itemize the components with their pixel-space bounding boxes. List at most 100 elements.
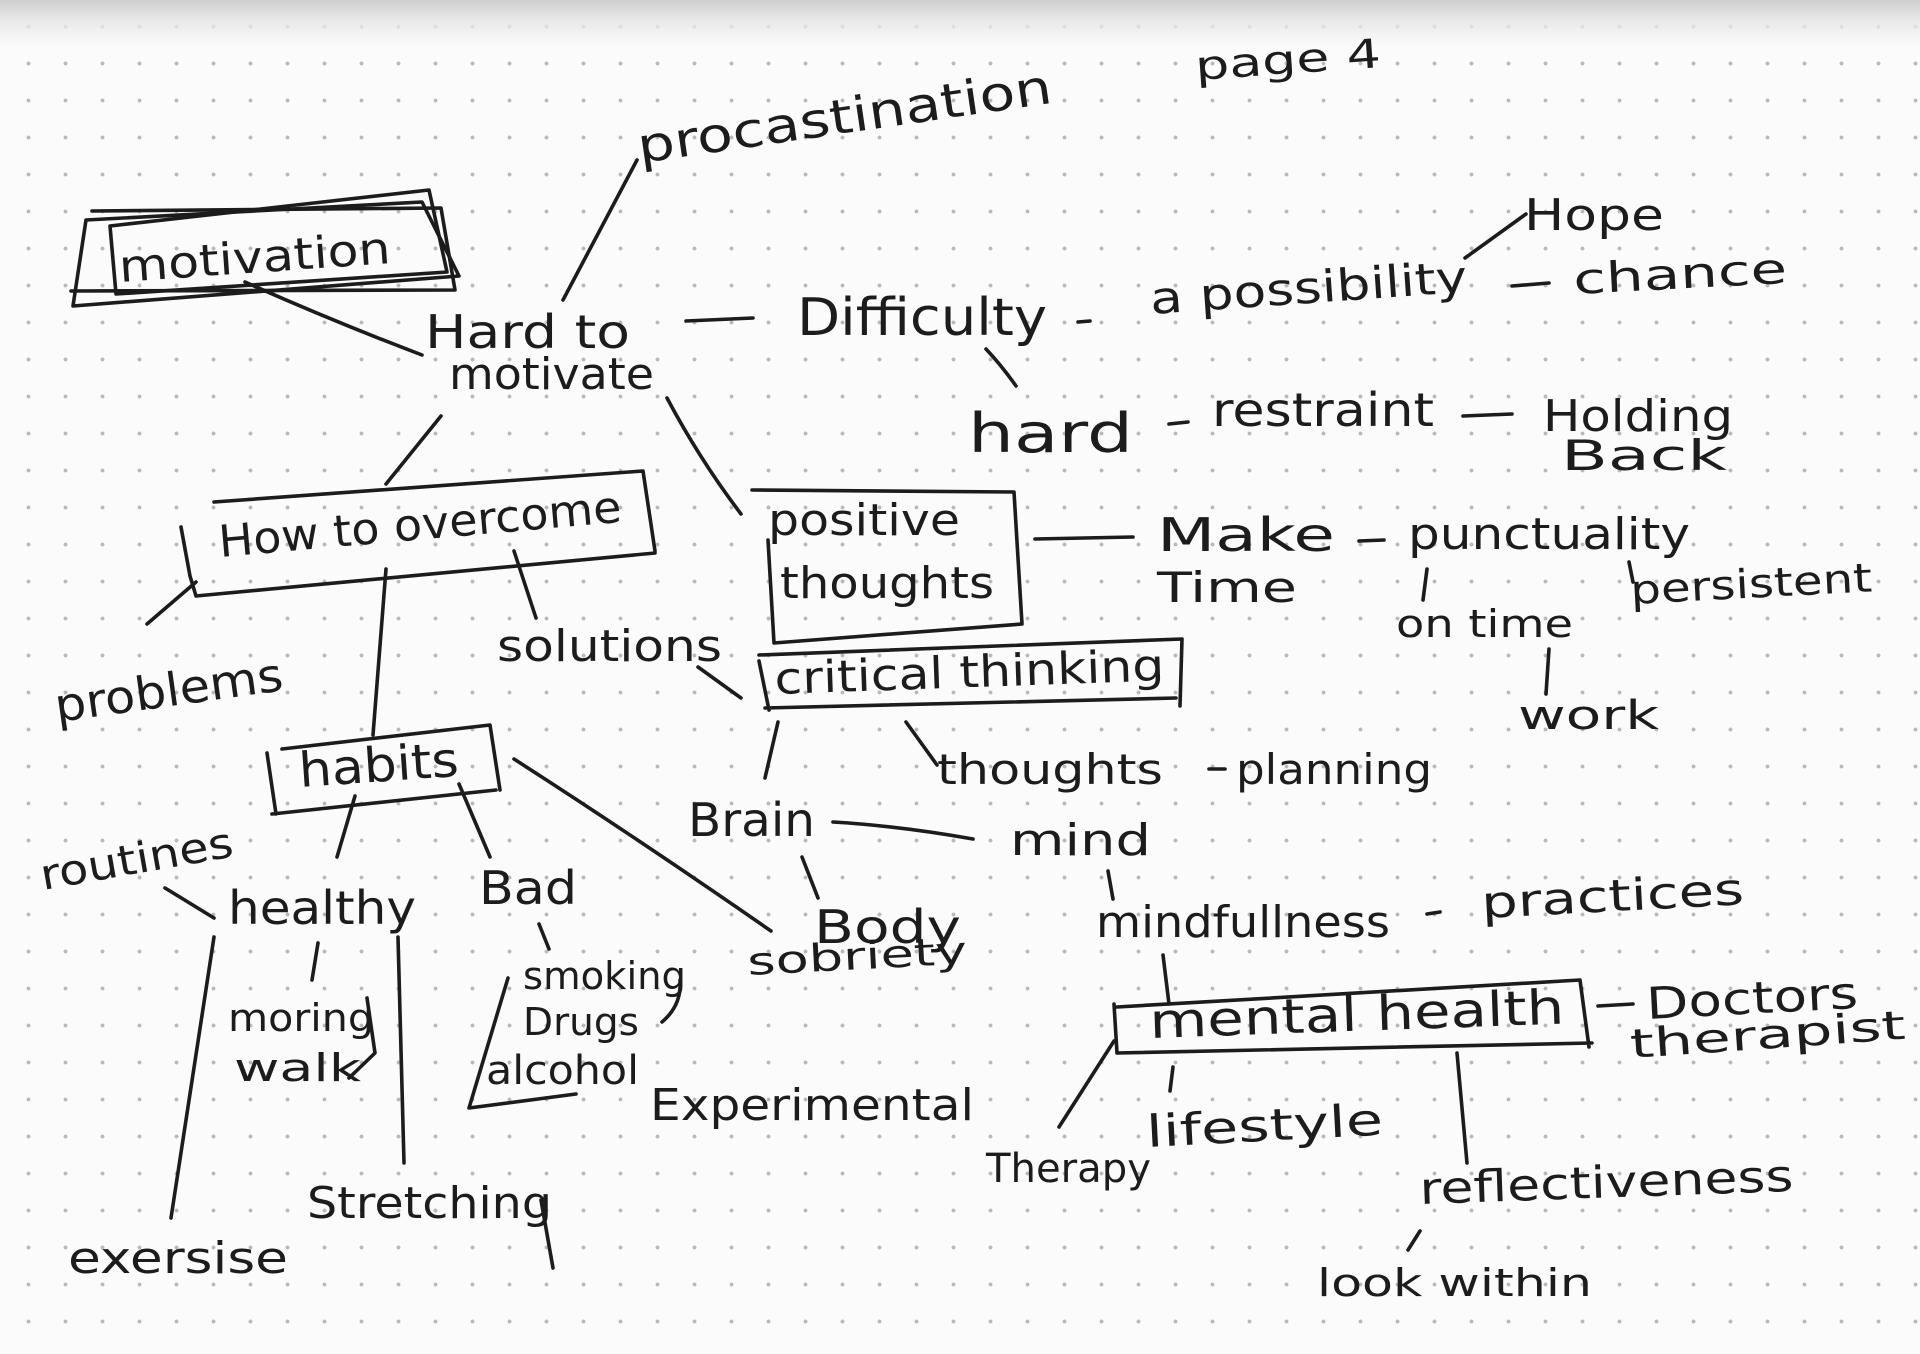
connector-healthy-to-exersise	[169, 935, 216, 1220]
moring-walk-bracket	[347, 996, 377, 1080]
node-doctors: Doctors	[1645, 968, 1859, 1030]
dash-mental-health-doctors	[1596, 1002, 1635, 1008]
node-possibility: a possibility	[1148, 252, 1469, 325]
connector-motivation-to-hard-to-motivate	[243, 280, 424, 357]
dash-difficulty-possibility	[1076, 319, 1092, 324]
connector-mental-health-to-reflectiveness	[1455, 1051, 1469, 1165]
connector-hard-to-motivate-to-how-to-overcome	[384, 414, 443, 486]
node-work: work	[1518, 693, 1660, 739]
connector-difficulty-to-hard	[984, 347, 1018, 388]
connector-routines-to-healthy	[163, 886, 216, 920]
how-to-overcome-box	[179, 469, 657, 598]
node-hard-to-motivate-line1: Hard to	[425, 305, 630, 359]
tick-mind-mindfullness	[1106, 869, 1115, 901]
tick-on-time-work	[1544, 647, 1551, 696]
node-practices: practices	[1480, 864, 1745, 929]
bad-items-side-mark	[660, 978, 682, 1024]
bad-items-bracket	[467, 976, 578, 1110]
tick-healthy-moring-walk	[310, 941, 320, 982]
node-smoking: smoking	[523, 954, 686, 998]
node-solutions: solutions	[497, 621, 722, 672]
connector-habits-to-body	[512, 757, 773, 933]
connector-how-to-overcome-to-problems	[145, 580, 198, 626]
connector-brain-to-mind	[831, 820, 975, 841]
node-therapy: Therapy	[985, 1146, 1151, 1192]
stretching-tail	[539, 1198, 555, 1270]
text-layer: page 4 procastination motivation Hard to…	[36, 31, 1907, 1305]
node-look-within: look within	[1317, 1261, 1592, 1305]
connector-hard-to-motivate-to-positive-thoughts	[665, 396, 743, 516]
node-restraint: restraint	[1212, 383, 1434, 437]
node-sobriety: sobriety	[746, 929, 968, 984]
node-make-time-line2: Time	[1156, 563, 1297, 612]
critical-thinking-box	[757, 637, 1184, 712]
node-alcohol: alcohol	[486, 1048, 639, 1094]
connector-positive-thoughts-to-make-time	[1033, 535, 1135, 541]
connector-mental-health-to-therapy	[1057, 1039, 1116, 1129]
node-experimental: Experimental	[650, 1080, 974, 1131]
node-holding-back-line1: Holding	[1543, 391, 1733, 442]
node-moring: moring	[228, 996, 374, 1040]
node-hard-to-motivate-line2: motivate	[449, 349, 654, 400]
connector-habits-to-bad	[457, 782, 492, 859]
habits-box	[265, 723, 502, 816]
node-mind: mind	[1010, 815, 1151, 866]
node-stretching: Stretching	[307, 1178, 552, 1229]
node-positive-thoughts-line1: positive	[768, 495, 960, 546]
tick-mindfullness-mental-health	[1161, 953, 1171, 1006]
motivation-box-outline-1	[108, 188, 449, 296]
connector-how-to-overcome-to-solutions	[512, 549, 538, 620]
node-exersise: exersise	[68, 1233, 288, 1284]
node-holding-back-line2: Back	[1561, 431, 1728, 480]
positive-thoughts-box	[750, 488, 1024, 645]
node-brain: Brain	[688, 793, 815, 847]
tick-mental-health-lifestyle	[1168, 1065, 1175, 1093]
scan-shadow	[0, 0, 1920, 46]
dash-make-time-punctuality	[1357, 538, 1386, 543]
dash-possibility-chance	[1510, 281, 1551, 288]
connector-habits-to-healthy	[335, 794, 357, 859]
node-on-time: on time	[1396, 602, 1573, 646]
node-walk: walk	[234, 1046, 361, 1090]
node-healthy: healthy	[228, 881, 416, 935]
connector-layer	[69, 158, 1635, 1270]
tick-punctuality-persistent	[1627, 560, 1635, 584]
tick-punctuality-on-time	[1421, 567, 1429, 602]
connector-critical-thinking-to-thoughts	[904, 720, 939, 767]
node-procrastination: procastination	[634, 59, 1056, 175]
node-punctuality: punctuality	[1408, 509, 1690, 560]
node-lifestyle: lifestyle	[1145, 1095, 1384, 1158]
connector-how-to-overcome-to-habits	[371, 567, 388, 737]
connector-brain-to-body	[800, 855, 820, 900]
node-problems: problems	[51, 647, 286, 732]
connector-hard-to-motivate-to-procrastination	[561, 158, 639, 302]
connector-healthy-to-stretching	[396, 935, 406, 1165]
node-routines: routines	[36, 818, 237, 900]
node-planning: planning	[1236, 745, 1432, 794]
node-chance: chance	[1572, 244, 1788, 304]
dash-hard-to-motivate-difficulty	[684, 316, 755, 323]
tick-reflectiveness-look-within	[1406, 1229, 1422, 1252]
connector-critical-thinking-to-brain	[763, 720, 780, 780]
page-number: page 4	[1193, 31, 1382, 90]
node-persistent: persistent	[1629, 555, 1873, 614]
connector-solutions-to-critical-thinking	[696, 665, 743, 700]
node-reflectiveness: reflectiveness	[1419, 1151, 1795, 1215]
tick-bad-items	[537, 922, 551, 951]
node-how-to-overcome: How to overcome	[217, 482, 624, 568]
node-difficulty: Difficulty	[797, 288, 1047, 348]
node-mindfullness: mindfullness	[1096, 897, 1390, 948]
node-critical-thinking: critical thinking	[774, 640, 1166, 705]
node-mental-health: mental health	[1148, 980, 1565, 1050]
connector-possibility-to-hope	[1463, 212, 1528, 260]
node-thoughts: thoughts	[937, 745, 1163, 794]
node-body: Body	[814, 900, 961, 954]
node-make-time-line1: Make	[1157, 508, 1335, 562]
mental-health-box	[1112, 978, 1594, 1055]
node-drugs: Drugs	[523, 1000, 639, 1044]
node-motivation: motivation	[117, 223, 392, 293]
dash-hard-restraint	[1167, 420, 1190, 426]
node-positive-thoughts-line2: thoughts	[780, 558, 994, 609]
node-hope: Hope	[1524, 190, 1664, 241]
